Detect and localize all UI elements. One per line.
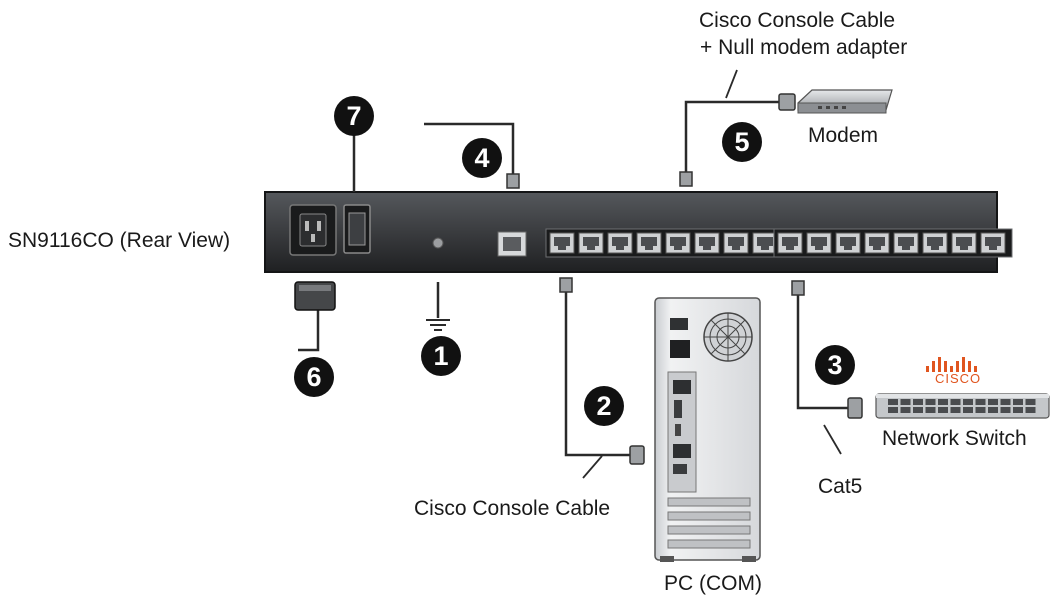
- pc-cable-connector: [559, 277, 573, 293]
- pc-label: PC (COM): [664, 572, 762, 595]
- switch-port: [963, 407, 973, 413]
- network-switch-label: Network Switch: [882, 427, 1027, 450]
- cables: [298, 69, 849, 479]
- switch-port: [900, 399, 911, 405]
- callout-5: 5: [722, 122, 762, 162]
- cat5-cable: [796, 293, 849, 410]
- switch-port: [900, 407, 911, 413]
- cat5-connector: [791, 280, 805, 296]
- modem-cable-label-line1: Cisco Console Cable: [699, 9, 896, 32]
- switch-port: [1000, 407, 1011, 413]
- ground-symbol: [426, 319, 450, 331]
- cat5-label: Cat5: [818, 475, 863, 498]
- switch-port: [925, 407, 936, 413]
- switch-port: [1025, 399, 1036, 405]
- switch-port: [975, 407, 986, 413]
- device-label: SN9116CO (Rear View): [8, 229, 231, 252]
- sn9116co-chassis: [264, 191, 1013, 273]
- callout-2: 2: [584, 386, 624, 426]
- switch-port: [1013, 407, 1023, 413]
- switch-port: [1000, 399, 1011, 405]
- switch-port: [988, 407, 998, 413]
- ground-terminal: [432, 237, 444, 249]
- switch-port: [1013, 399, 1023, 405]
- callout-4: 4: [462, 138, 502, 178]
- pc-console-cable: [564, 290, 632, 457]
- switch-port: [913, 407, 923, 413]
- switch-plug: [847, 397, 863, 419]
- lan-connector: [506, 173, 520, 189]
- modem-cable-label-line2: + Null modem adapter: [700, 36, 908, 59]
- callout-1: 1: [421, 336, 461, 376]
- switch-port: [963, 399, 973, 405]
- switch-port: [888, 399, 898, 405]
- com-port: [673, 444, 691, 458]
- cisco-brand-text: CISCO: [935, 371, 982, 386]
- switch-port: [1025, 407, 1036, 413]
- network-switch-device: [875, 357, 1050, 419]
- lan-port: [497, 231, 527, 257]
- serial-ports-9-16: [773, 228, 1013, 258]
- switch-port: [950, 407, 961, 413]
- modem-cable-connector: [679, 171, 693, 187]
- power-inlet: [289, 204, 337, 256]
- lan-cable: [424, 122, 515, 176]
- pc-cable-label: Cisco Console Cable: [414, 497, 611, 520]
- cable-connectors: [506, 93, 863, 465]
- power-switch: [343, 204, 371, 254]
- serial-ports-1-8: [545, 228, 785, 258]
- switch-port: [925, 399, 936, 405]
- pc-com-plug: [629, 445, 645, 465]
- modem-device: [797, 89, 893, 114]
- modem-plug: [778, 93, 796, 111]
- modem-cable: [684, 100, 781, 174]
- callout-6: 6: [294, 357, 334, 397]
- switch-port: [938, 407, 948, 413]
- power-plug: [294, 281, 336, 311]
- switch-port: [988, 399, 998, 405]
- callout-7: 7: [334, 96, 374, 136]
- switch-port: [975, 399, 986, 405]
- power-cord: [298, 308, 320, 352]
- callout-3: 3: [815, 345, 855, 385]
- modem-label: Modem: [808, 124, 879, 147]
- switch-port: [950, 399, 961, 405]
- switch-port: [938, 399, 948, 405]
- switch-port: [913, 399, 923, 405]
- pc-tower: [654, 297, 761, 562]
- fan-grille: [703, 312, 753, 362]
- cisco-logo: [926, 357, 977, 372]
- switch-port: [888, 407, 898, 413]
